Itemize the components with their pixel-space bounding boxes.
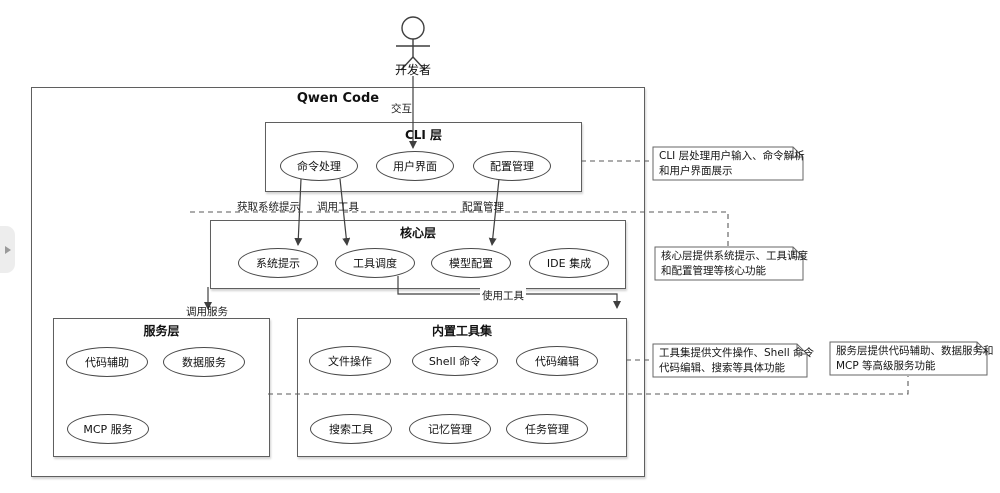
usecase-search-tools: 搜索工具 — [310, 414, 392, 444]
edge-label-interact: 交互 — [391, 103, 412, 115]
usecase-task-management: 任务管理 — [506, 414, 588, 444]
edge-label-use-tools: 使用工具 — [480, 288, 526, 303]
edge-label-call-services: 调用服务 — [186, 306, 228, 318]
edge-label-invoke-tools: 调用工具 — [317, 201, 359, 213]
usecase-user-interface: 用户界面 — [376, 151, 454, 181]
usecase-code-editing: 代码编辑 — [516, 346, 598, 376]
usecase-file-operations: 文件操作 — [309, 346, 391, 376]
note-cli-text: CLI 层处理用户输入、命令解析 和用户界面展示 — [659, 149, 805, 179]
toolset-title: 内置工具集 — [431, 324, 492, 338]
usecase-command-processing: 命令处理 — [280, 151, 358, 181]
note-core-line1: 核心层提供系统提示、工具调度 — [661, 250, 808, 262]
usecase-system-prompt: 系统提示 — [238, 248, 318, 278]
usecase-code-assist: 代码辅助 — [66, 347, 148, 377]
actor-label: 开发者 — [394, 63, 431, 77]
chevron-right-icon — [4, 245, 11, 254]
note-core-line2: 和配置管理等核心功能 — [661, 265, 766, 277]
usecase-shell-command: Shell 命令 — [412, 346, 498, 376]
usecase-data-service: 数据服务 — [163, 347, 245, 377]
note-core-text: 核心层提供系统提示、工具调度 和配置管理等核心功能 — [661, 249, 808, 279]
sidebar-expand-button[interactable] — [0, 226, 15, 273]
usecase-model-config: 模型配置 — [431, 248, 511, 278]
note-toolset-text: 工具集提供文件操作、Shell 命令 代码编辑、搜索等具体功能 — [659, 346, 814, 376]
usecase-memory-management: 记忆管理 — [409, 414, 491, 444]
edge-label-get-system-prompt: 获取系统提示 — [237, 201, 300, 213]
note-cli-line2: 和用户界面展示 — [659, 165, 733, 177]
usecase-ide-integration: IDE 集成 — [529, 248, 609, 278]
usecase-tool-scheduling: 工具调度 — [335, 248, 415, 278]
service-layer-title: 服务层 — [143, 324, 180, 338]
usecase-config-management: 配置管理 — [473, 151, 551, 181]
note-toolset-line1: 工具集提供文件操作、Shell 命令 — [659, 347, 814, 359]
note-service-line1: 服务层提供代码辅助、数据服务和 — [836, 345, 994, 357]
note-cli-line1: CLI 层处理用户输入、命令解析 — [659, 150, 805, 162]
note-service-text: 服务层提供代码辅助、数据服务和 MCP 等高级服务功能 — [836, 344, 994, 374]
core-layer-title: 核心层 — [399, 226, 436, 240]
usecase-mcp-service: MCP 服务 — [67, 414, 149, 444]
edge-label-config-manage: 配置管理 — [462, 201, 504, 213]
note-service-line2: MCP 等高级服务功能 — [836, 360, 936, 372]
note-toolset-line2: 代码编辑、搜索等具体功能 — [659, 362, 785, 374]
cli-layer-title: CLI 层 — [404, 128, 443, 142]
qwen-code-title: Qwen Code — [296, 91, 380, 106]
